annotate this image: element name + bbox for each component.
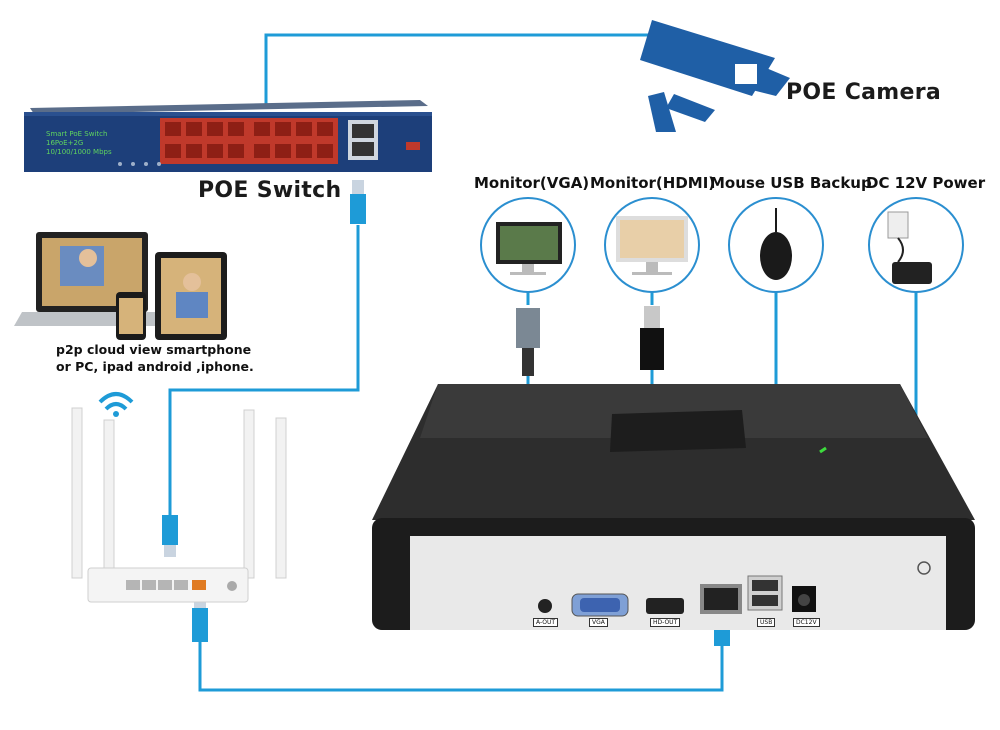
nvr-port-hdmi-label: HD-OUT — [650, 618, 681, 627]
power-adapter-icon — [887, 211, 932, 284]
monitor-hdmi-icon — [616, 216, 688, 275]
poe-camera-label: POE Camera — [786, 80, 942, 105]
router-device — [71, 392, 287, 603]
switch-panel-line2: 16PoE+2G — [46, 139, 84, 147]
ethernet-plug-router-out — [192, 596, 208, 642]
nvr-device — [372, 384, 975, 630]
poe-switch-device — [24, 100, 432, 172]
switch-panel-line1: Smart PoE Switch — [46, 130, 108, 138]
nvr-port-audio-label: A-OUT — [533, 618, 559, 627]
wifi-icon — [98, 392, 134, 411]
switch-panel-line3: 10/100/1000 Mbps — [46, 148, 112, 156]
nvr-port-dc-label: DC12V — [793, 618, 820, 627]
poe-camera-icon — [640, 20, 790, 132]
cable-switch-camera — [264, 33, 655, 108]
monitor-hdmi-label: Monitor(HDMI) — [590, 174, 716, 192]
ethernet-plug-router — [162, 515, 178, 557]
nvr-port-vga-label: VGA — [589, 618, 608, 627]
ethernet-plug-switch — [350, 180, 366, 224]
mouse-icon — [760, 208, 792, 280]
monitor-vga-label: Monitor(VGA) — [474, 174, 590, 192]
vga-connector — [516, 308, 540, 376]
poe-switch-label: POE Switch — [198, 178, 342, 203]
p2p-label-line2: or PC, ipad android ,iphone. — [56, 359, 254, 374]
mouse-usb-label: Mouse USB Backup — [710, 174, 872, 192]
dc-power-label: DC 12V Power — [866, 174, 986, 192]
tablet-device — [155, 252, 227, 340]
nvr-port-usb-label: USB — [757, 618, 776, 627]
monitor-vga-icon — [496, 222, 562, 275]
cable-switch-router — [168, 225, 360, 515]
smartphone-device — [116, 292, 146, 340]
p2p-label-line1: p2p cloud view smartphone — [56, 342, 252, 357]
cable-router-nvr — [198, 635, 724, 692]
hdmi-connector — [640, 306, 664, 370]
